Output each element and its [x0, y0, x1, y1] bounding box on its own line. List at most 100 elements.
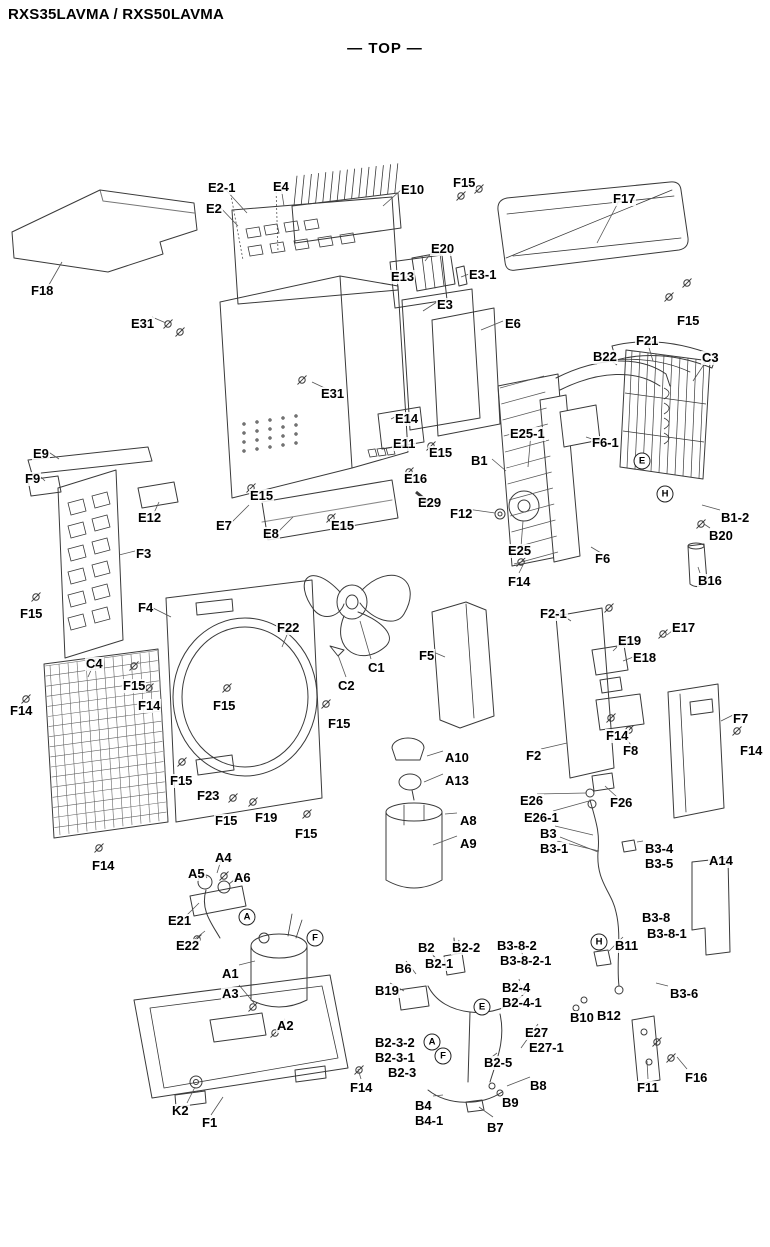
part-label-f14: F14: [91, 858, 116, 873]
part-label-f15: F15: [122, 678, 147, 693]
part-label-a3: A3: [221, 986, 240, 1001]
part-label-b4: B4: [414, 1098, 433, 1113]
part-label-e18: E18: [632, 650, 658, 665]
part-label-f14: F14: [9, 703, 34, 718]
part-label-e26-1: E26-1: [523, 810, 560, 825]
part-label-e16: E16: [403, 471, 429, 486]
part-label-e20: E20: [430, 241, 456, 256]
part-label-b2-3-1: B2-3-1: [374, 1050, 416, 1065]
part-label-f15: F15: [294, 826, 319, 841]
part-label-f14: F14: [507, 574, 532, 589]
part-label-f15: F15: [452, 175, 477, 190]
part-label-b3-8: B3-8: [641, 910, 672, 925]
part-label-e22: E22: [175, 938, 201, 953]
part-label-e3-1: E3-1: [468, 267, 498, 282]
part-label-f6: F6: [594, 551, 612, 566]
part-label-f9: F9: [24, 471, 42, 486]
part-label-b3-5: B3-5: [644, 856, 675, 871]
part-label-f16: F16: [684, 1070, 709, 1085]
part-label-e26: E26: [519, 793, 545, 808]
part-label-e15: E15: [249, 488, 275, 503]
ref-bubble-f: F: [306, 929, 324, 947]
part-label-e27: E27: [524, 1025, 550, 1040]
part-label-e19: E19: [617, 633, 643, 648]
part-label-f2-1: F2-1: [539, 606, 568, 621]
part-label-a13: A13: [444, 773, 470, 788]
model-title: RXS35LAVMA / RXS50LAVMA: [8, 6, 225, 23]
part-label-e15: E15: [428, 445, 454, 460]
part-label-b1-2: B1-2: [720, 510, 751, 525]
part-label-b2-3: B2-3: [387, 1065, 418, 1080]
part-label-a6: A6: [233, 870, 252, 885]
part-label-b3-4: B3-4: [644, 841, 675, 856]
part-label-f5: F5: [418, 648, 436, 663]
part-label-b11: B11: [614, 938, 640, 953]
part-label-b12: B12: [596, 1008, 622, 1023]
ref-bubble-a: A: [238, 908, 256, 926]
part-label-b3-8-2: B3-8-2: [496, 938, 538, 953]
diagram-artwork: [11, 181, 731, 1113]
part-label-c2: C2: [337, 678, 356, 693]
part-label-b3-8-2-1: B3-8-2-1: [499, 953, 553, 968]
part-label-f15: F15: [327, 716, 352, 731]
part-label-e8: E8: [262, 526, 280, 541]
part-label-b3-1: B3-1: [539, 841, 570, 856]
part-label-b8: B8: [529, 1078, 548, 1093]
part-label-b2-3-2: B2-3-2: [374, 1035, 416, 1050]
part-label-f21: F21: [635, 333, 660, 348]
part-label-f17: F17: [612, 191, 637, 206]
part-label-f4: F4: [137, 600, 155, 615]
part-label-b19: B19: [374, 983, 400, 998]
part-label-f6-1: F6-1: [591, 435, 620, 450]
part-label-f12: F12: [449, 506, 474, 521]
part-label-f26: F26: [609, 795, 634, 810]
part-label-f14: F14: [739, 743, 764, 758]
part-label-e12: E12: [137, 510, 163, 525]
ref-bubble-a: A: [423, 1033, 441, 1051]
part-label-e25: E25: [507, 543, 533, 558]
part-label-e6: E6: [504, 316, 522, 331]
part-label-e14: E14: [394, 411, 420, 426]
part-label-c4: C4: [85, 656, 104, 671]
part-label-e2: E2: [205, 201, 223, 216]
part-label-f15: F15: [212, 698, 237, 713]
part-label-f14: F14: [349, 1080, 374, 1095]
part-label-f11: F11: [636, 1080, 660, 1095]
part-label-b16: B16: [697, 573, 723, 588]
part-label-f22: F22: [276, 620, 301, 635]
part-label-b3-6: B3-6: [669, 986, 700, 1001]
ref-bubble-e: E: [633, 452, 651, 470]
part-label-f8: F8: [622, 743, 640, 758]
part-label-f1: F1: [201, 1115, 219, 1130]
part-label-e31: E31: [320, 386, 346, 401]
part-label-e29: E29: [417, 495, 443, 510]
part-label-e25-1: E25-1: [509, 426, 546, 441]
part-label-b1: B1: [470, 453, 489, 468]
part-label-e31: E31: [130, 316, 156, 331]
part-label-b9: B9: [501, 1095, 520, 1110]
part-label-f18: F18: [30, 283, 55, 298]
part-label-f19: F19: [254, 810, 279, 825]
part-label-e15: E15: [330, 518, 356, 533]
part-label-a9: A9: [459, 836, 478, 851]
part-label-b2-1: B2-1: [424, 956, 455, 971]
part-label-b2-5: B2-5: [483, 1055, 514, 1070]
part-label-a1: A1: [221, 966, 240, 981]
part-label-b3-8-1: B3-8-1: [646, 926, 688, 941]
part-label-a14: A14: [708, 853, 734, 868]
ref-bubble-h: H: [590, 933, 608, 951]
part-label-b6: B6: [394, 961, 413, 976]
part-label-b20: B20: [708, 528, 734, 543]
part-label-e4: E4: [272, 179, 290, 194]
part-label-b10: B10: [569, 1010, 595, 1025]
part-label-f15: F15: [676, 313, 701, 328]
part-label-f23: F23: [196, 788, 221, 803]
part-label-f15: F15: [19, 606, 44, 621]
part-label-e2-1: E2-1: [207, 180, 237, 195]
part-label-b2: B2: [417, 940, 436, 955]
part-label-f14: F14: [137, 698, 162, 713]
part-label-e27-1: E27-1: [528, 1040, 565, 1055]
ref-bubble-h: H: [656, 485, 674, 503]
